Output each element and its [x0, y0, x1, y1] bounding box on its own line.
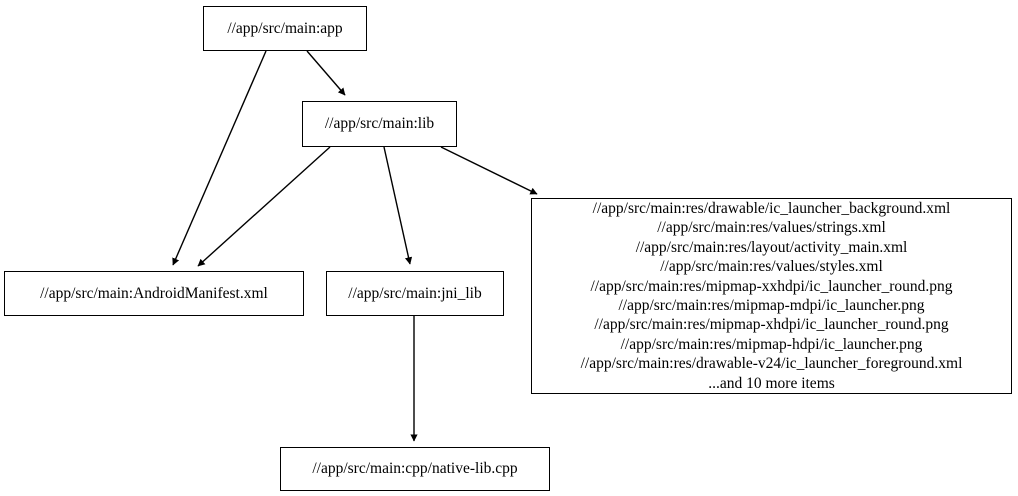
- edge-app-to-lib: [306, 50, 346, 96]
- graph-node-lib[interactable]: //app/src/main:lib: [302, 101, 457, 147]
- graph-node-jni-lib-label: //app/src/main:jni_lib: [348, 284, 482, 302]
- edge-lib-to-manifest: [197, 146, 331, 267]
- graph-node-android-manifest[interactable]: //app/src/main:AndroidManifest.xml: [4, 271, 304, 316]
- graph-node-native-lib-cpp-label: //app/src/main:cpp/native-lib.cpp: [312, 460, 518, 478]
- edge-app-to-manifest: [172, 50, 267, 266]
- graph-node-app-label: //app/src/main:app: [227, 19, 343, 37]
- graph-node-native-lib-cpp[interactable]: //app/src/main:cpp/native-lib.cpp: [280, 447, 550, 491]
- graph-node-res-group-label: //app/src/main:res/drawable/ic_launcher_…: [580, 199, 963, 392]
- graph-node-android-manifest-label: //app/src/main:AndroidManifest.xml: [40, 284, 268, 302]
- graph-node-jni-lib[interactable]: //app/src/main:jni_lib: [326, 271, 504, 316]
- graph-node-res-group[interactable]: //app/src/main:res/drawable/ic_launcher_…: [531, 198, 1012, 394]
- graph-node-lib-label: //app/src/main:lib: [324, 115, 435, 133]
- edge-lib-to-res: [440, 146, 538, 195]
- edge-lib-to-jni-lib: [383, 146, 413, 265]
- graph-node-app[interactable]: //app/src/main:app: [203, 6, 367, 51]
